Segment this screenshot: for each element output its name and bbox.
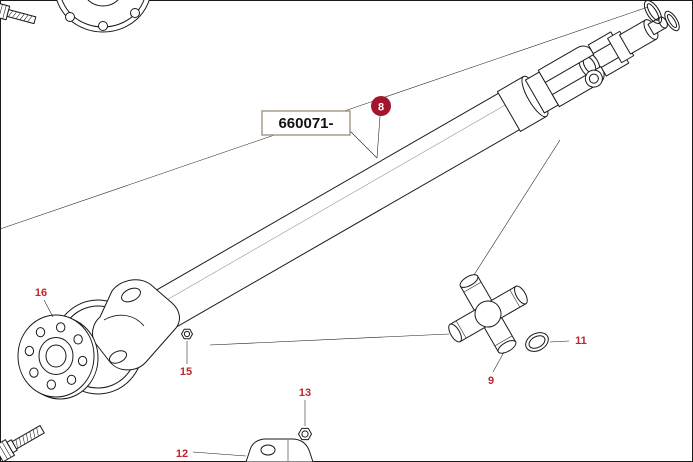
leader-9 (492, 351, 505, 373)
bracket-yoke-12 (245, 438, 314, 462)
callout-12[interactable]: 12 (176, 448, 188, 460)
callout-9[interactable]: 9 (488, 375, 494, 387)
badge-8-circle[interactable] (371, 96, 391, 116)
flange-bolt-bottom-left (0, 425, 45, 462)
leader-11 (549, 340, 570, 343)
callout-13[interactable]: 13 (299, 387, 311, 399)
nut-13 (298, 427, 312, 441)
leader-badge-8 (376, 115, 381, 159)
yoke-ear-hole-upper (121, 287, 141, 303)
leader-line-spider-to-joint (471, 139, 561, 279)
yoke-body (92, 279, 180, 371)
leader-12 (192, 451, 247, 457)
badge-8-number[interactable]: 8 (378, 102, 384, 114)
snap-ring-11 (525, 332, 549, 352)
yoke-ear-upper (537, 45, 595, 83)
callout-11[interactable]: 11 (575, 335, 587, 347)
leader-line-spider (209, 333, 450, 346)
u-joint-front (496, 16, 668, 132)
callout-15[interactable]: 15 (180, 366, 192, 378)
callout-badge-8[interactable]: 8 (371, 96, 391, 116)
flange-bolt-top-left (0, 2, 37, 25)
flange-disc-16 (17, 314, 99, 400)
cross-journal-spider (448, 274, 528, 354)
assembly-label-box[interactable] (261, 110, 351, 136)
leader-label-box (349, 130, 378, 159)
yoke-ear-hole-lower (108, 350, 128, 364)
yoke-ear-hole (584, 69, 603, 88)
callout-16[interactable]: 16 (35, 287, 47, 299)
companion-flange-top (56, 0, 150, 33)
nut-15 (181, 328, 193, 340)
snap-ring-top-right (643, 0, 680, 32)
assembly-label-text[interactable]: 660071- (278, 115, 333, 132)
leader-16 (43, 299, 54, 318)
